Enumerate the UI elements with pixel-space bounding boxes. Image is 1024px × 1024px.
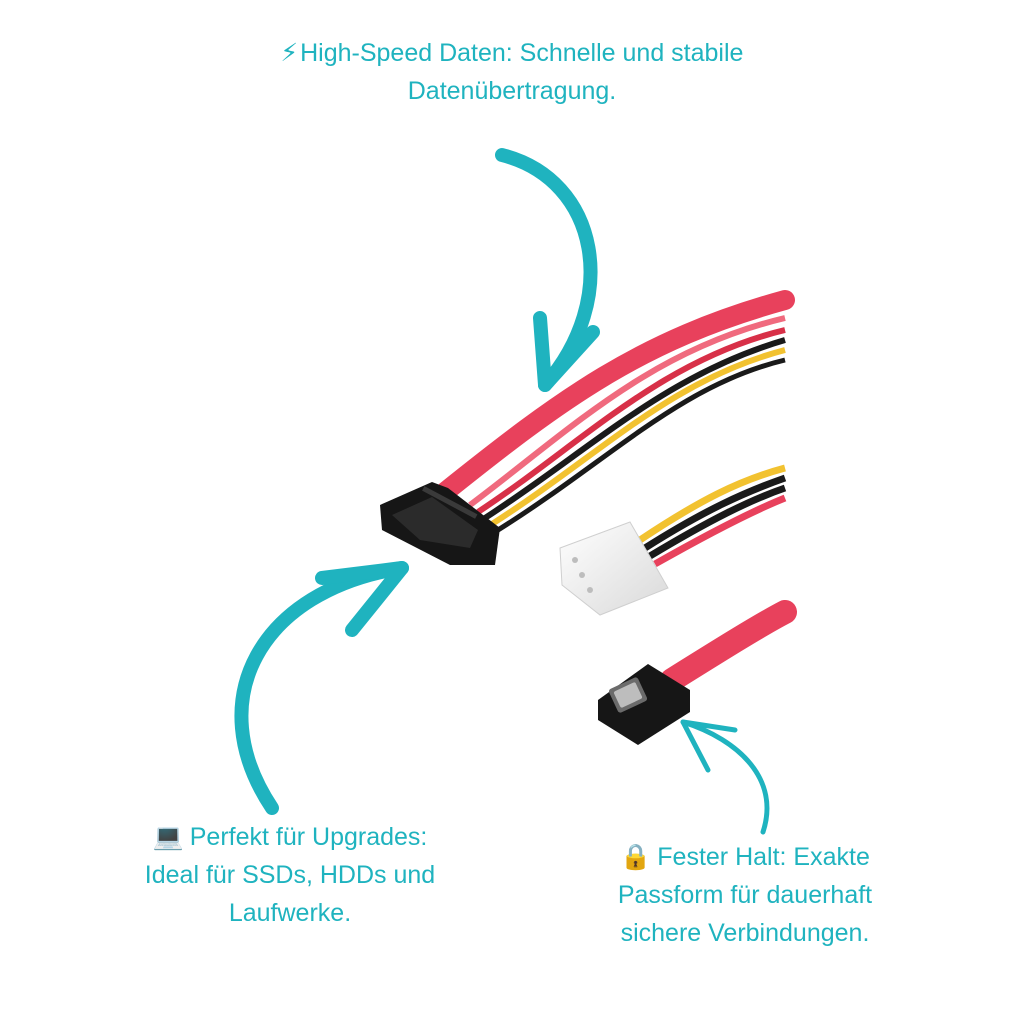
molex-connector <box>559 521 669 616</box>
sata-data-connector <box>598 664 690 745</box>
caption-left-line2: Ideal für SSDs, HDDs und <box>144 861 436 889</box>
molex-power-cable <box>638 464 787 568</box>
arrow-top <box>495 148 600 392</box>
lightning-icon: ⚡ <box>280 39 299 67</box>
caption-top-line1: High-Speed Daten: Schnelle und stabile <box>300 39 744 67</box>
sata-combo-connector <box>380 482 500 565</box>
caption-left-line1: Perfekt für Upgrades: <box>189 823 428 851</box>
laptop-icon: 💻 <box>152 823 184 851</box>
arrow-left <box>234 561 409 815</box>
caption-top-line2: Datenübertragung. <box>407 77 617 105</box>
caption-secure-fit: 🔒Fester Halt: Exakte Passform für dauerh… <box>575 838 915 952</box>
caption-upgrades: 💻Perfekt für Upgrades: Ideal für SSDs, H… <box>110 818 470 932</box>
caption-high-speed: ⚡High-Speed Daten: Schnelle und stabile … <box>200 34 824 110</box>
caption-right-line2: Passform für dauerhaft <box>617 881 873 909</box>
sata-data-cable <box>660 600 797 692</box>
arrow-right <box>680 719 770 835</box>
caption-left-line3: Laufwerke. <box>228 899 352 927</box>
caption-right-line3: sichere Verbindungen. <box>620 919 870 947</box>
caption-right-line1: Fester Halt: Exakte <box>657 843 870 871</box>
lock-icon: 🔒 <box>620 843 652 871</box>
sata-power-cable-bundle <box>435 290 795 533</box>
